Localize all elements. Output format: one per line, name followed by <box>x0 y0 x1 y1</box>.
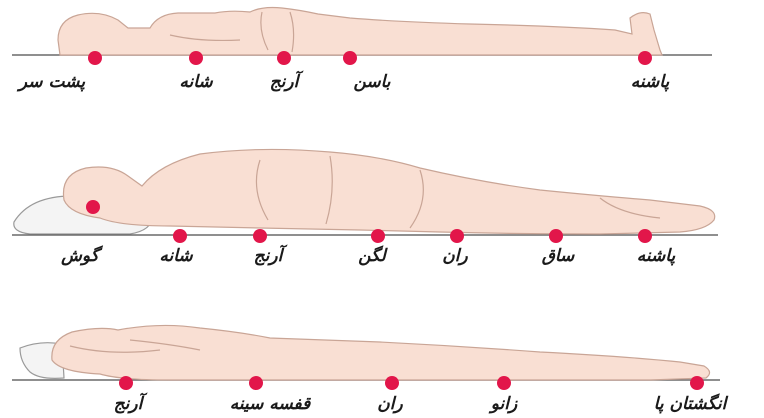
label-knee: زانو <box>488 394 518 414</box>
label-shoulder: شانه <box>179 72 213 92</box>
pressure-point-dot <box>249 376 263 390</box>
labels-row-prone: آرنج قفسه سینه ران زانو انگشتان پا <box>114 392 729 414</box>
pressure-point-dot <box>343 51 357 65</box>
pressure-point-dot <box>638 51 652 65</box>
pressure-point-dot <box>450 229 464 243</box>
pressure-point-dot <box>371 229 385 243</box>
pressure-point-dot <box>189 51 203 65</box>
pressure-point-dot <box>173 229 187 243</box>
pressure-point-dot <box>88 51 102 65</box>
label-thigh: ران <box>442 246 468 266</box>
side-lying-body <box>63 149 714 234</box>
pressure-point-dot <box>253 229 267 243</box>
label-ear: گوش <box>60 245 104 266</box>
pressure-point-dot <box>638 229 652 243</box>
label-toes: انگشتان پا <box>654 393 729 414</box>
label-buttocks: باسن <box>353 72 390 92</box>
supine-figure-group <box>12 8 712 56</box>
label-thigh: ران <box>377 394 403 414</box>
label-elbow: آرنج <box>114 392 148 414</box>
label-shin: ساق <box>542 246 575 266</box>
pressure-point-dot <box>277 51 291 65</box>
supine-body <box>58 8 662 56</box>
prone-body <box>52 325 710 380</box>
label-hip: لگن <box>358 245 388 266</box>
side-lying-figure-group <box>12 149 718 235</box>
labels-row-side-lying: گوش شانه آرنج لگن ران ساق پاشنه <box>60 244 675 266</box>
prone-figure-group <box>12 325 720 380</box>
pressure-point-dot <box>497 376 511 390</box>
label-elbow: آرنج <box>270 70 304 92</box>
label-back-of-head: پشت سر <box>16 72 85 92</box>
pressure-point-dot <box>690 376 704 390</box>
label-elbow: آرنج <box>254 244 288 266</box>
labels-row-supine: پشت سر شانه آرنج باسن پاشنه <box>16 70 670 92</box>
label-shoulder: شانه <box>159 246 193 266</box>
pressure-point-dot <box>86 200 100 214</box>
label-heel: پاشنه <box>637 246 676 266</box>
pressure-point-dot <box>549 229 563 243</box>
pressure-point-dot <box>119 376 133 390</box>
pressure-point-dot <box>385 376 399 390</box>
label-heel: پاشنه <box>631 72 670 92</box>
label-chest: قفسه سینه <box>230 394 311 414</box>
